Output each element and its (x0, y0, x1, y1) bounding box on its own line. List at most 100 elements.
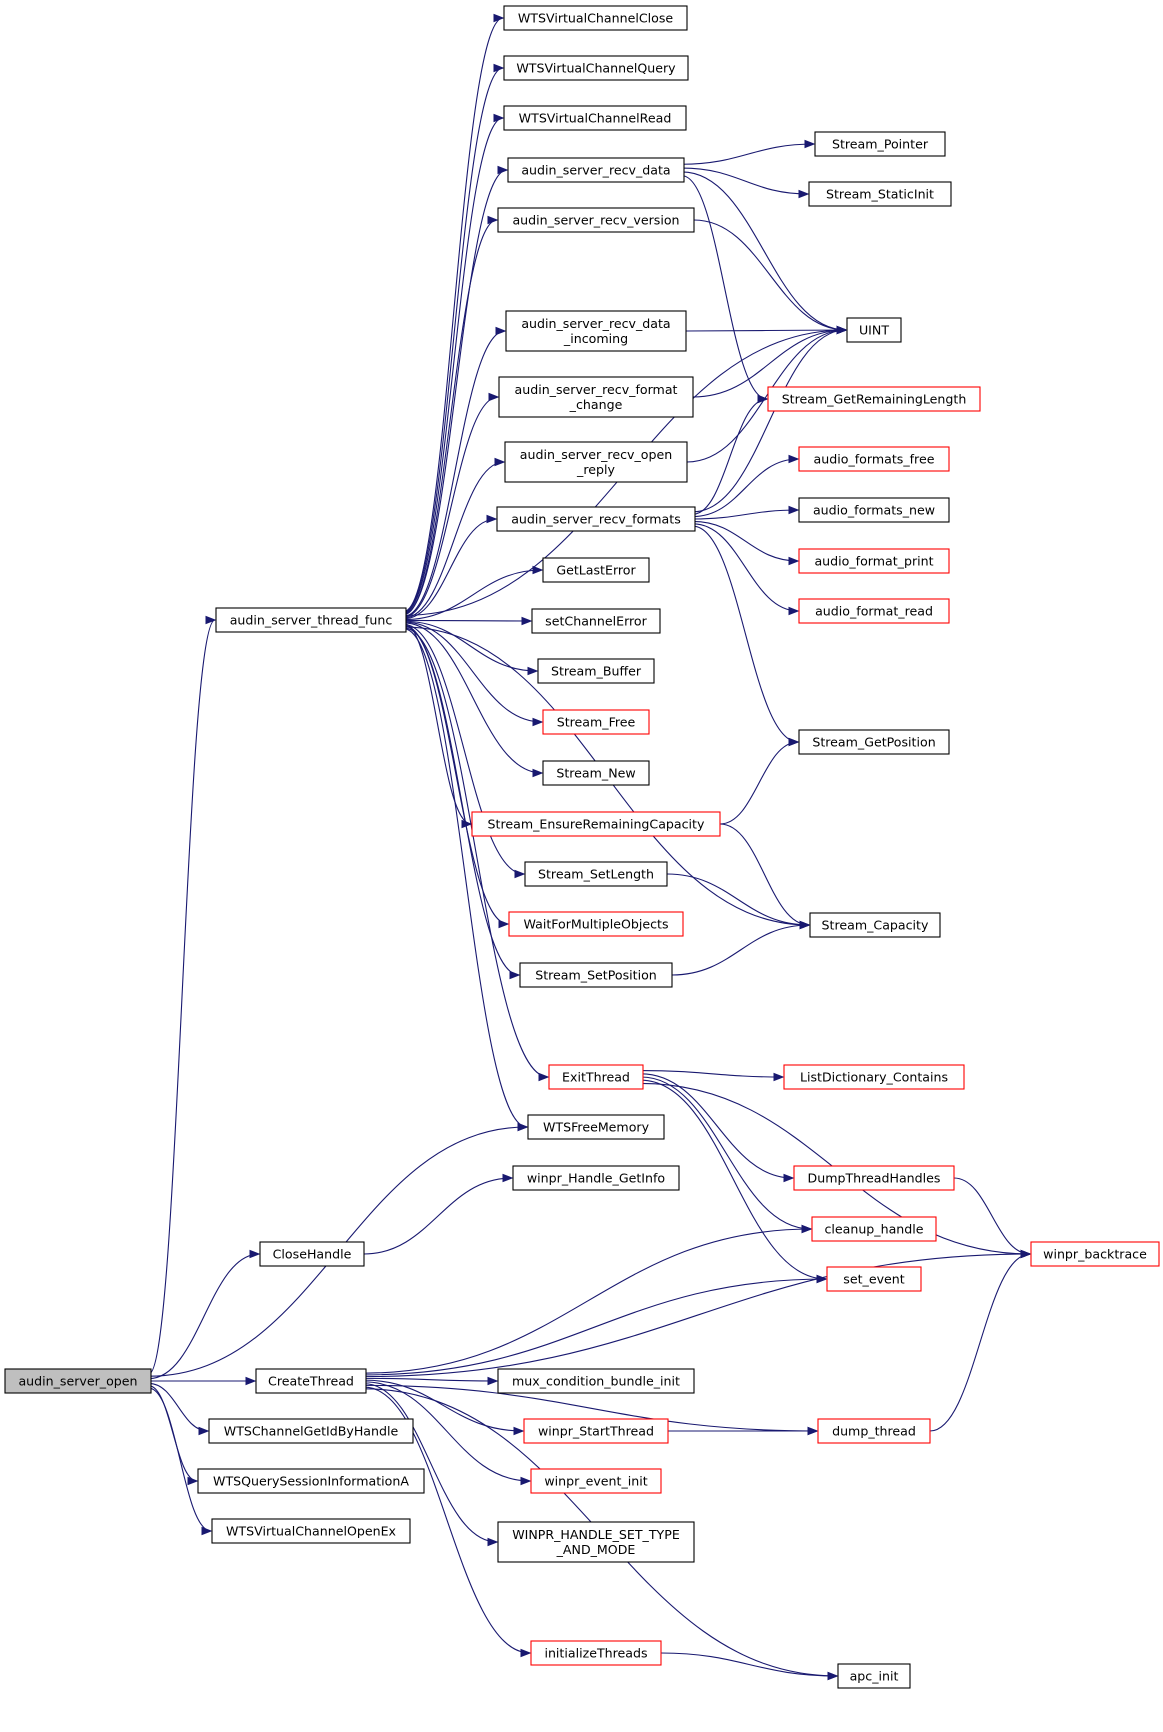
node-box[interactable] (809, 912, 941, 938)
node-setChannelError[interactable]: setChannelError (531, 608, 661, 634)
node-box[interactable] (215, 607, 407, 633)
node-UINT[interactable]: UINT (846, 317, 902, 343)
node-box[interactable] (208, 1418, 414, 1444)
node-box[interactable] (524, 861, 668, 887)
node-box[interactable] (817, 1418, 931, 1444)
node-ListDictionary_Contains[interactable]: ListDictionary_Contains (783, 1064, 965, 1090)
node-Stream_GetRemainingLength[interactable]: Stream_GetRemainingLength (767, 386, 981, 412)
node-box[interactable] (503, 105, 687, 131)
node-WTSVirtualChannelRead[interactable]: WTSVirtualChannelRead (503, 105, 687, 131)
node-box[interactable] (498, 376, 694, 418)
node-WTSVirtualChannelClose[interactable]: WTSVirtualChannelClose (503, 5, 688, 31)
node-Stream_Buffer[interactable]: Stream_Buffer (537, 658, 655, 684)
node-WTSChannelGetIdByHandle[interactable]: WTSChannelGetIdByHandle (208, 1418, 414, 1444)
node-WTSVirtualChannelQuery[interactable]: WTSVirtualChannelQuery (503, 55, 689, 81)
node-winpr_Handle_GetInfo[interactable]: winpr_Handle_GetInfo (512, 1165, 680, 1191)
node-box[interactable] (531, 608, 661, 634)
node-audin_server_open[interactable]: audin_server_open (4, 1368, 152, 1394)
node-audin_server_recv_version[interactable]: audin_server_recv_version (497, 207, 695, 233)
node-box[interactable] (211, 1518, 411, 1544)
node-box[interactable] (798, 446, 950, 472)
node-box[interactable] (496, 506, 696, 532)
node-apc_init[interactable]: apc_init (837, 1663, 911, 1689)
node-box[interactable] (808, 181, 952, 207)
node-box[interactable] (504, 441, 688, 483)
node-Stream_Pointer[interactable]: Stream_Pointer (814, 131, 946, 157)
node-audio_formats_new[interactable]: audio_formats_new (798, 497, 950, 523)
node-box[interactable] (503, 5, 688, 31)
node-WTSVirtualChannelOpenEx[interactable]: WTSVirtualChannelOpenEx (211, 1518, 411, 1544)
node-audin_server_thread_func[interactable]: audin_server_thread_func (215, 607, 407, 633)
node-WINPR_HANDLE_SET_TYPE_AND_MODE[interactable]: WINPR_HANDLE_SET_TYPE_AND_MODE (497, 1521, 695, 1563)
node-box[interactable] (798, 497, 950, 523)
node-box[interactable] (542, 557, 650, 583)
node-audin_server_recv_format_change[interactable]: audin_server_recv_format_change (498, 376, 694, 418)
node-box[interactable] (519, 962, 673, 988)
node-audin_server_recv_open_reply[interactable]: audin_server_recv_open_reply (504, 441, 688, 483)
node-audio_formats_free[interactable]: audio_formats_free (798, 446, 950, 472)
node-box[interactable] (507, 157, 685, 183)
node-box[interactable] (512, 1165, 680, 1191)
node-audin_server_recv_formats[interactable]: audin_server_recv_formats (496, 506, 696, 532)
node-box[interactable] (505, 310, 687, 352)
node-CreateThread[interactable]: CreateThread (255, 1368, 367, 1394)
node-box[interactable] (814, 131, 946, 157)
node-winpr_backtrace[interactable]: winpr_backtrace (1030, 1241, 1160, 1267)
node-audin_server_recv_data[interactable]: audin_server_recv_data (507, 157, 685, 183)
node-initializeThreads[interactable]: initializeThreads (530, 1640, 662, 1666)
node-box[interactable] (798, 548, 950, 574)
node-set_event[interactable]: set_event (826, 1266, 922, 1292)
node-box[interactable] (497, 1368, 695, 1394)
node-box[interactable] (767, 386, 981, 412)
node-box[interactable] (542, 709, 650, 735)
node-CloseHandle[interactable]: CloseHandle (259, 1241, 365, 1267)
node-box[interactable] (846, 317, 902, 343)
node-box[interactable] (837, 1663, 911, 1689)
node-box[interactable] (530, 1468, 662, 1494)
node-audio_format_read[interactable]: audio_format_read (798, 598, 950, 624)
node-box[interactable] (798, 598, 950, 624)
node-winpr_StartThread[interactable]: winpr_StartThread (523, 1418, 669, 1444)
node-dump_thread[interactable]: dump_thread (817, 1418, 931, 1444)
node-box[interactable] (503, 55, 689, 81)
node-Stream_SetLength[interactable]: Stream_SetLength (524, 861, 668, 887)
node-WTSFreeMemory[interactable]: WTSFreeMemory (527, 1114, 665, 1140)
node-Stream_New[interactable]: Stream_New (542, 760, 650, 786)
node-box[interactable] (783, 1064, 965, 1090)
node-box[interactable] (548, 1064, 644, 1090)
node-box[interactable] (523, 1418, 669, 1444)
node-cleanup_handle[interactable]: cleanup_handle (811, 1216, 937, 1242)
node-box[interactable] (826, 1266, 922, 1292)
node-DumpThreadHandles[interactable]: DumpThreadHandles (793, 1165, 955, 1191)
node-box[interactable] (542, 760, 650, 786)
node-Stream_Free[interactable]: Stream_Free (542, 709, 650, 735)
node-box[interactable] (798, 729, 950, 755)
node-box[interactable] (811, 1216, 937, 1242)
node-box[interactable] (530, 1640, 662, 1666)
node-Stream_StaticInit[interactable]: Stream_StaticInit (808, 181, 952, 207)
node-box[interactable] (197, 1468, 425, 1494)
node-Stream_Capacity[interactable]: Stream_Capacity (809, 912, 941, 938)
node-winpr_event_init[interactable]: winpr_event_init (530, 1468, 662, 1494)
node-box[interactable] (537, 658, 655, 684)
node-WTSQuerySessionInformationA[interactable]: WTSQuerySessionInformationA (197, 1468, 425, 1494)
node-audin_server_recv_data_incoming[interactable]: audin_server_recv_data_incoming (505, 310, 687, 352)
node-box[interactable] (508, 911, 684, 937)
node-ExitThread[interactable]: ExitThread (548, 1064, 644, 1090)
node-box[interactable] (471, 811, 721, 837)
node-GetLastError[interactable]: GetLastError (542, 557, 650, 583)
node-audio_format_print[interactable]: audio_format_print (798, 548, 950, 574)
node-box[interactable] (255, 1368, 367, 1394)
node-box[interactable] (1030, 1241, 1160, 1267)
node-box[interactable] (527, 1114, 665, 1140)
node-Stream_SetPosition[interactable]: Stream_SetPosition (519, 962, 673, 988)
node-box[interactable] (497, 207, 695, 233)
node-Stream_GetPosition[interactable]: Stream_GetPosition (798, 729, 950, 755)
node-box[interactable] (4, 1368, 152, 1394)
node-mux_condition_bundle_init[interactable]: mux_condition_bundle_init (497, 1368, 695, 1394)
node-box[interactable] (259, 1241, 365, 1267)
node-WaitForMultipleObjects[interactable]: WaitForMultipleObjects (508, 911, 684, 937)
node-box[interactable] (497, 1521, 695, 1563)
node-box[interactable] (793, 1165, 955, 1191)
node-Stream_EnsureRemainingCapacity[interactable]: Stream_EnsureRemainingCapacity (471, 811, 721, 837)
